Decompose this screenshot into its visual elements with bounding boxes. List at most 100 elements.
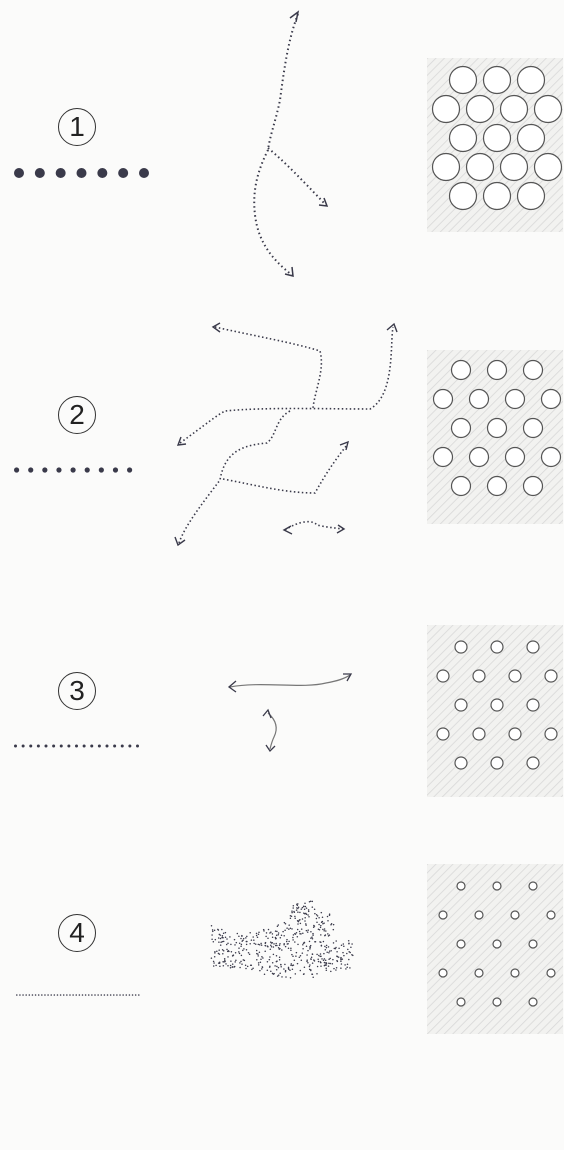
cloud-particle — [320, 942, 322, 944]
cloud-particle — [300, 923, 302, 925]
lattice-circle — [491, 699, 503, 711]
cloud-particle — [211, 939, 213, 941]
cloud-particle — [226, 938, 228, 940]
cloud-particle — [241, 940, 243, 942]
cloud-particle — [276, 969, 278, 971]
particle-dot — [50, 994, 52, 996]
cloud-particle — [305, 924, 307, 926]
cloud-particle — [273, 946, 275, 948]
cloud-particle — [279, 959, 281, 961]
cloud-particle — [240, 938, 242, 940]
cloud-particle — [340, 959, 342, 961]
cloud-particle — [267, 961, 269, 963]
lattice-circle — [529, 882, 537, 890]
cloud-particle — [243, 948, 245, 950]
lattice-circle — [535, 154, 562, 181]
particle-dot — [54, 994, 56, 996]
cloud-particle — [312, 962, 314, 964]
cloud-particle — [272, 933, 274, 935]
cloud-particle — [295, 973, 297, 975]
cloud-particle — [306, 907, 308, 909]
cloud-particle — [222, 961, 224, 963]
cloud-particle — [280, 937, 282, 939]
cloud-particle — [231, 951, 233, 953]
lattice-panel-4 — [427, 864, 563, 1034]
lattice-circle — [450, 67, 477, 94]
particle-dot — [85, 467, 90, 472]
cloud-particle — [224, 960, 226, 962]
cloud-particle — [288, 928, 290, 930]
particle-dot — [75, 994, 77, 996]
row-number-2: 2 — [58, 396, 96, 434]
particle-dot — [97, 994, 99, 996]
cloud-particle — [271, 946, 273, 948]
cloud-particle — [222, 937, 224, 939]
cloud-particle — [235, 959, 237, 961]
cloud-particle — [279, 948, 281, 950]
particle-dot — [99, 467, 104, 472]
cloud-particle — [348, 942, 350, 944]
cloud-particle — [294, 959, 296, 961]
cloud-particle — [340, 967, 342, 969]
lattice-circle — [452, 419, 471, 438]
cloud-particle — [267, 969, 269, 971]
cloud-particle — [276, 955, 278, 957]
cloud-particle — [293, 934, 295, 936]
cloud-particle — [269, 966, 271, 968]
cloud-particle — [344, 964, 346, 966]
cloud-particle — [292, 955, 294, 957]
cloud-particle — [343, 945, 345, 947]
cloud-particle — [213, 941, 215, 943]
cloud-particle — [258, 964, 260, 966]
cloud-particle — [326, 969, 328, 971]
cloud-particle — [270, 945, 272, 947]
cloud-particle — [326, 947, 328, 949]
particle-dot — [52, 745, 55, 748]
lattice-circle — [467, 154, 494, 181]
cloud-particle — [307, 950, 309, 952]
cloud-particle — [322, 929, 324, 931]
cloud-particle — [245, 964, 247, 966]
cloud-particle — [226, 949, 228, 951]
cloud-particle — [249, 932, 251, 934]
cloud-particle — [302, 948, 304, 950]
cloud-particle — [333, 942, 335, 944]
cloud-particle — [351, 943, 353, 945]
cloud-particle — [288, 924, 290, 926]
cloud-particle — [286, 941, 288, 943]
cloud-particle — [297, 903, 299, 905]
particle-dot — [47, 994, 49, 996]
cloud-particle — [312, 974, 314, 976]
lattice-circle — [473, 728, 485, 740]
cloud-particle — [250, 964, 252, 966]
particle-dot — [35, 168, 45, 178]
cloud-particle — [330, 963, 332, 965]
cloud-particle — [321, 922, 323, 924]
cloud-particle — [308, 911, 310, 913]
cloud-particle — [292, 937, 294, 939]
particle-dot — [60, 994, 62, 996]
lattice-circle — [452, 361, 471, 380]
cloud-particle — [296, 952, 298, 954]
trajectory-row-2 — [165, 315, 425, 555]
cloud-particle — [288, 947, 290, 949]
particle-dot — [94, 994, 96, 996]
cloud-particle — [240, 961, 242, 963]
cloud-particle — [245, 968, 247, 970]
cloud-particle — [258, 932, 260, 934]
cloud-particle — [306, 930, 308, 932]
cloud-particle — [320, 953, 322, 955]
cloud-particle — [225, 932, 227, 934]
cloud-particle — [245, 937, 247, 939]
cloud-particle — [272, 942, 274, 944]
particle-dot — [75, 745, 78, 748]
lattice-circle — [529, 940, 537, 948]
cloud-particle — [322, 917, 324, 919]
cloud-particle — [260, 943, 262, 945]
particle-dot — [14, 168, 24, 178]
cloud-particle — [312, 976, 314, 978]
cloud-particle — [305, 906, 307, 908]
cloud-particle — [336, 951, 338, 953]
cloud-particle — [248, 952, 250, 954]
particle-row-3 — [12, 739, 152, 753]
